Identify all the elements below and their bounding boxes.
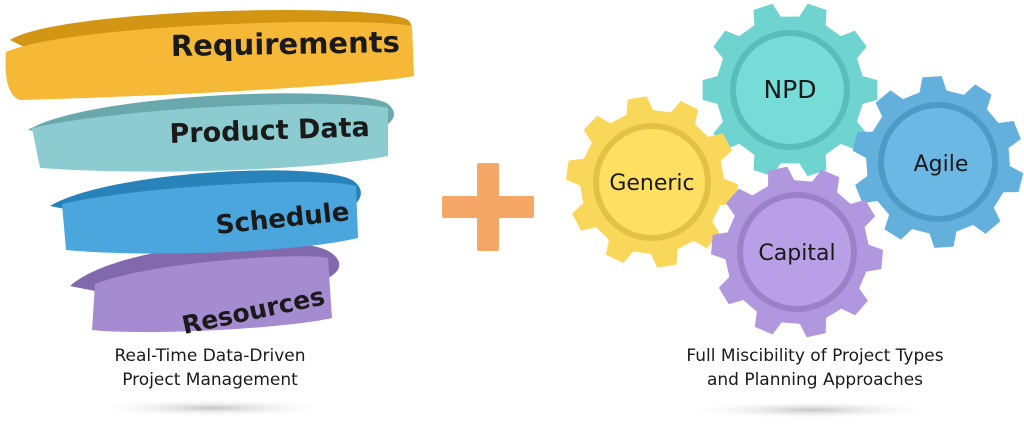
- gear-capital-hub: [743, 198, 851, 306]
- gear-generic: [566, 96, 738, 268]
- gears-caption: Full Miscibility of Project Types and Pl…: [630, 344, 1000, 392]
- gear-npd-hub: [736, 36, 844, 144]
- spiral-band-product-data: [28, 93, 394, 172]
- gear-capital: [711, 166, 883, 338]
- gear-label-agile: Agile: [914, 152, 969, 177]
- gear-npd: [702, 3, 878, 177]
- gear-label-generic: Generic: [609, 171, 694, 196]
- spiral-band-schedule: [50, 170, 361, 254]
- gear-label-capital: Capital: [758, 241, 835, 266]
- spiral-caption-line1: Real-Time Data-Driven: [114, 346, 306, 366]
- gear-agile: [852, 76, 1024, 248]
- gears-caption-line2: and Planning Approaches: [706, 370, 924, 390]
- gears-caption-line1: Full Miscibility of Project Types: [686, 346, 944, 366]
- spiral-band-resources: [70, 242, 340, 333]
- spiral-caption: Real-Time Data-Driven Project Management: [60, 344, 360, 392]
- band-label-requirements: Requirements: [171, 25, 401, 63]
- gears-shadow: [682, 401, 942, 419]
- band-label-product-data: Product Data: [169, 112, 370, 150]
- gear-generic-hub: [599, 129, 705, 235]
- gear-label-npd: NPD: [763, 75, 816, 104]
- spiral-band-requirements: [5, 9, 415, 101]
- spiral-shadow: [92, 399, 332, 417]
- gear-agile-hub: [884, 108, 992, 216]
- plus-icon: [442, 163, 534, 251]
- spiral-caption-line2: Project Management: [122, 370, 298, 390]
- gear-cluster: [566, 3, 1024, 338]
